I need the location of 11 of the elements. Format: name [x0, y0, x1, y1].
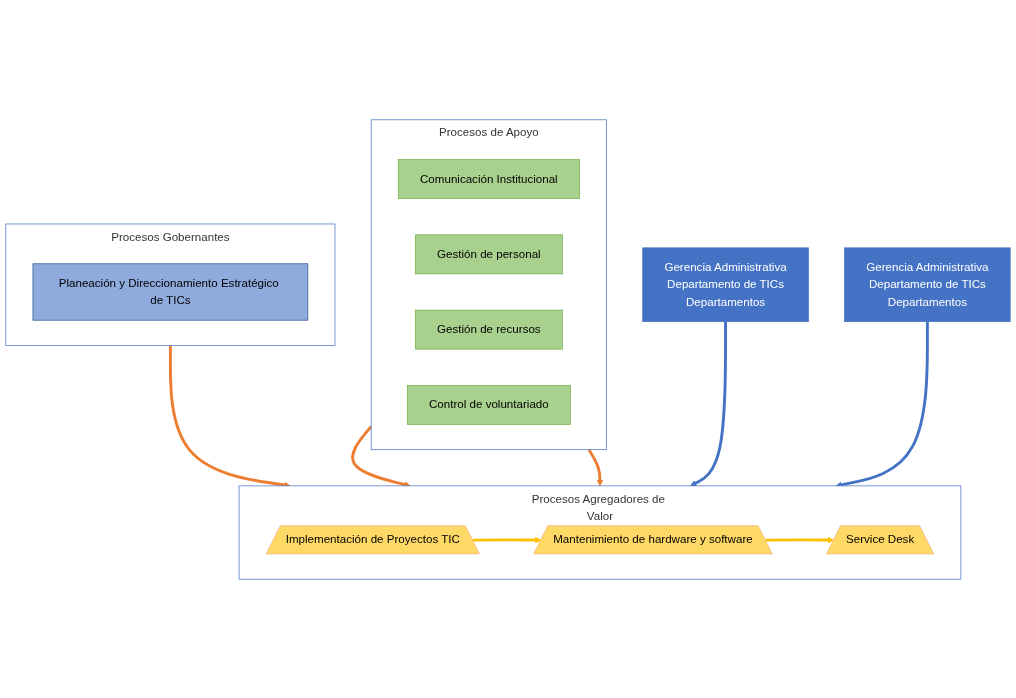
node-box: Gestión de personal [414, 233, 563, 274]
arrow [472, 536, 542, 543]
node-box: Planeación y Direccionamiento Estratégico de TICs [32, 262, 309, 321]
arrow [765, 536, 835, 543]
arrow [690, 321, 727, 486]
arrow [587, 448, 604, 486]
node-box: Control de voluntariado [406, 384, 571, 425]
node-box: Comunicación Institucional [397, 158, 580, 199]
node-box: Gestión de recursos [415, 309, 563, 349]
node-box: Gerencia Administrativa Departamento de TICs Departamentos [844, 247, 1011, 322]
node-box: Gerencia Administrativa Departamento de TICs Departamentos [642, 247, 809, 322]
